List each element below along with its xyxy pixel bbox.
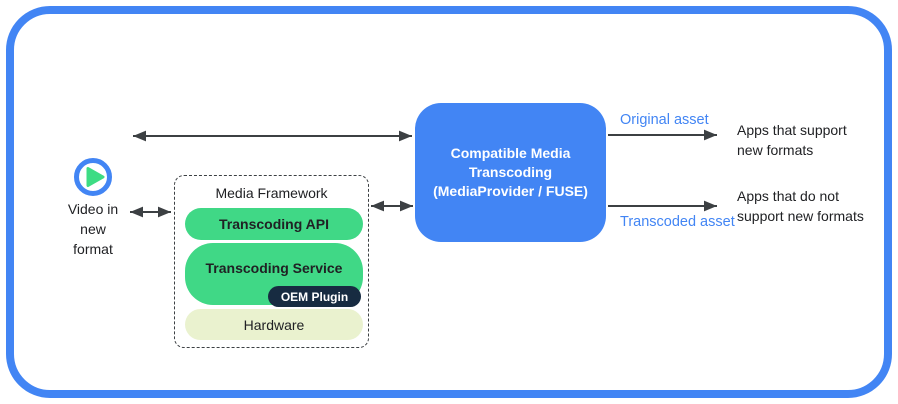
transcoding-api-pill: Transcoding API: [185, 208, 363, 240]
play-icon: [71, 155, 115, 199]
transcoded-asset-label: Transcoded asset: [620, 214, 735, 230]
oem-plugin-pill: OEM Plugin: [268, 286, 361, 307]
apps-support-label: Apps that support new formats: [737, 122, 847, 158]
original-asset-label: Original asset: [620, 112, 709, 128]
hardware-pill: Hardware: [185, 309, 363, 340]
transcoder-box: Compatible Media Transcoding (MediaProvi…: [415, 103, 606, 242]
outer-border: [6, 6, 892, 398]
apps-no-support-label: Apps that do not support new formats: [737, 188, 864, 224]
media-framework-title: Media Framework: [215, 185, 328, 201]
video-source-label: Video in new format: [67, 201, 119, 257]
